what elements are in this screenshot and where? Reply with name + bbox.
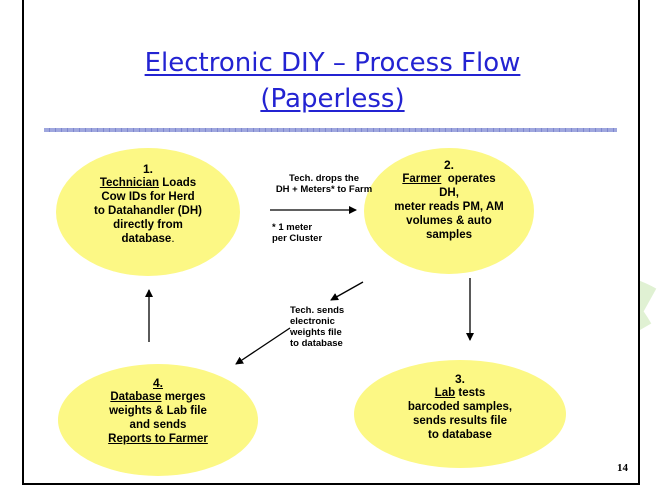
step-3-number: 3. — [454, 372, 465, 386]
step-3-line: sends results file — [413, 415, 507, 427]
step-1-period: . — [171, 233, 175, 245]
meter-note-line: * 1 meter — [272, 222, 313, 233]
step-2-number: 2. — [443, 158, 454, 172]
step-4-line: Reports to Farmer — [108, 433, 208, 445]
edge-label-meter-note: * 1 meter per Cluster — [272, 222, 322, 244]
page-title: Electronic DIY – Process Flow (Paperless… — [80, 45, 585, 117]
step-2-line: samples — [425, 229, 473, 241]
edge-label-drop-line: Tech. drops the — [288, 173, 360, 184]
step-1-line: to Datahandler (DH) — [94, 205, 202, 217]
step-3-role: Lab — [434, 387, 456, 399]
step-1-node: 1. Technician Loads Cow IDs for Herd to … — [56, 148, 240, 276]
step-2-line: operates — [447, 173, 496, 185]
step-1-line: Loads — [162, 177, 197, 189]
meter-note-line: per Cluster — [272, 233, 323, 244]
step-2-node: 2. Farmer operates DH, meter reads PM, A… — [364, 148, 534, 274]
edge-label-sends-line: Tech. sends — [290, 305, 345, 316]
step-3-node: 3. Lab tests barcoded samples, sends res… — [354, 360, 566, 468]
title-line-1: Electronic DIY – Process Flow — [144, 48, 521, 78]
step-4-line: and sends — [129, 419, 187, 431]
step-1-number: 1. — [142, 162, 153, 176]
step-4-role: Database — [110, 391, 162, 403]
step-2-line: volumes & auto — [406, 215, 492, 227]
edge-label-sends-line: electronic — [290, 316, 335, 327]
step-2-role: Farmer — [402, 173, 442, 185]
step-3-line: tests — [458, 387, 486, 399]
edge-label-sends-line: to database — [290, 338, 343, 349]
step-1-line: directly from — [113, 219, 183, 231]
step-4-line: merges — [164, 391, 206, 403]
edge-label-drop-line: DH + Meters* to Farm — [275, 184, 373, 195]
edge-label-drop: Tech. drops the DH + Meters* to Farm — [272, 173, 376, 195]
step-4-number: 4. — [152, 376, 163, 390]
edge-label-sends: Tech. sends electronic weights file to d… — [290, 305, 344, 349]
step-4-line: weights & Lab file — [109, 405, 207, 417]
arrow-label-to-step4 — [235, 327, 291, 365]
step-4-node: 4. Database merges weights & Lab file an… — [58, 364, 258, 476]
title-divider — [44, 128, 617, 132]
step-1-role: Technician — [99, 177, 160, 189]
edge-label-sends-line: weights file — [290, 327, 342, 338]
title-line-2: (Paperless) — [260, 84, 405, 114]
step-1-line: Cow IDs for Herd — [101, 191, 195, 203]
arrow-step2-to-label — [330, 281, 364, 301]
step-1-line: database — [121, 233, 172, 245]
step-2-line: DH, — [439, 187, 459, 199]
step-3-line: barcoded samples, — [407, 401, 513, 413]
page-number: 14 — [617, 462, 628, 474]
step-2-line: meter reads PM, AM — [394, 201, 504, 213]
step-3-line: to database — [428, 429, 492, 441]
